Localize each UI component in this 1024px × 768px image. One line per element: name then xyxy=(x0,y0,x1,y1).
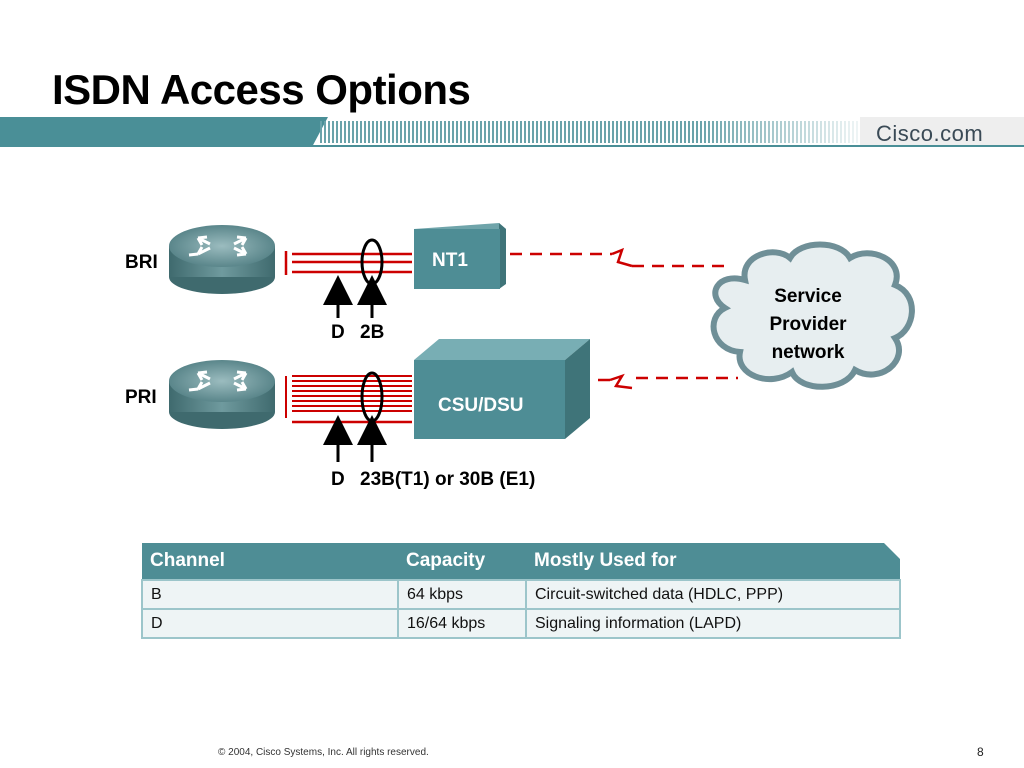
cloud-line-1: Service xyxy=(774,286,842,307)
cloud-line-2: Provider xyxy=(769,314,847,335)
table-header-row: Channel Capacity Mostly Used for xyxy=(142,543,900,580)
table-row: B 64 kbps Circuit-switched data (HDLC, P… xyxy=(141,579,901,610)
bri-router-icon xyxy=(169,225,275,294)
brand-logo-text: Cisco.com xyxy=(876,121,984,146)
col-header-capacity: Capacity xyxy=(398,543,526,580)
bri-b-label: 2B xyxy=(360,322,384,343)
copyright-footer: © 2004, Cisco Systems, Inc. All rights r… xyxy=(218,747,429,758)
col-header-channel: Channel xyxy=(142,543,398,580)
cell-capacity: 16/64 kbps xyxy=(397,608,527,639)
table-row: D 16/64 kbps Signaling information (LAPD… xyxy=(141,608,901,639)
cloud-line-3: network xyxy=(772,342,845,363)
cell-usage: Circuit-switched data (HDLC, PPP) xyxy=(525,579,901,610)
isdn-channel-table: Channel Capacity Mostly Used for B 64 kb… xyxy=(141,543,901,639)
bri-label: BRI xyxy=(125,252,158,273)
pri-wan-bolt xyxy=(609,373,633,390)
pri-channel-lines xyxy=(285,375,412,424)
cell-usage: Signaling information (LAPD) xyxy=(525,608,901,639)
header-banner xyxy=(0,117,1024,147)
isdn-diagram: BRI NT1 D 2B PRI xyxy=(125,223,915,490)
bri-channel-lines xyxy=(284,251,412,275)
col-header-usage: Mostly Used for xyxy=(526,543,900,580)
nt1-label: NT1 xyxy=(432,250,468,271)
pri-d-label: D xyxy=(331,469,345,490)
cell-capacity: 64 kbps xyxy=(397,579,527,610)
service-provider-cloud xyxy=(710,241,915,390)
bri-wan-link xyxy=(510,252,730,268)
slide-title: ISDN Access Options xyxy=(52,66,471,113)
csu-dsu-device xyxy=(414,339,590,439)
bri-d-label: D xyxy=(331,322,345,343)
page-number: 8 xyxy=(977,745,984,759)
pri-b-label: 23B(T1) or 30B (E1) xyxy=(360,469,535,490)
nt1-device xyxy=(414,223,506,289)
cell-channel: B xyxy=(141,579,399,610)
pri-wan-link xyxy=(598,376,738,382)
pri-router-icon xyxy=(169,360,275,429)
bri-wan-bolt xyxy=(611,247,633,268)
table-corner-cut xyxy=(884,543,902,561)
csu-dsu-label: CSU/DSU xyxy=(438,395,524,416)
pri-label: PRI xyxy=(125,387,157,408)
cell-channel: D xyxy=(141,608,399,639)
